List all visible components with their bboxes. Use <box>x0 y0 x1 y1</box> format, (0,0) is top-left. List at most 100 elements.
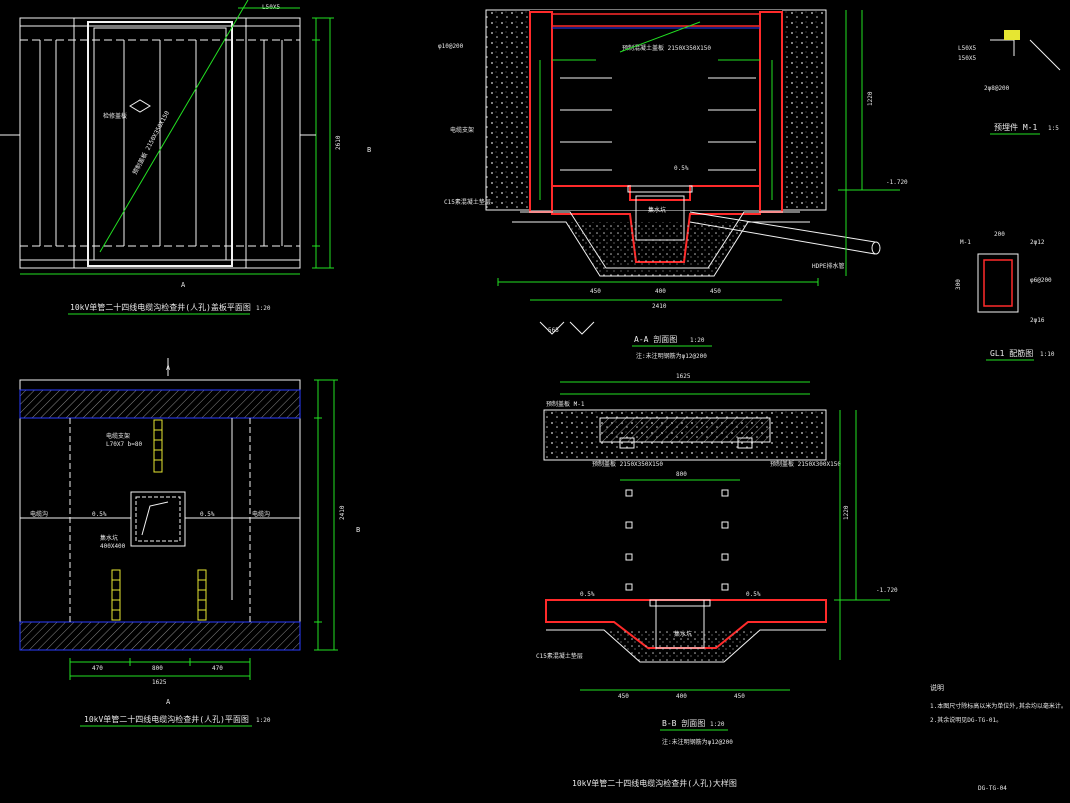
dim-bottom-1: 470 <box>92 665 103 672</box>
aa-note: 注:未注明钢筋为φ12@200 <box>636 352 707 360</box>
m1-label-3: 2φ8@200 <box>984 85 1010 92</box>
drain-pipe-end <box>871 241 881 255</box>
bb-dim-5: 450 <box>734 693 745 700</box>
m1-title: 预埋件 M-1 <box>994 122 1037 132</box>
sump-label: 集水坑 <box>100 534 118 542</box>
bb-scale: 1:20 <box>710 721 725 728</box>
aa-scale: 1:20 <box>690 337 705 344</box>
aa-slope: 0.5% <box>674 165 689 172</box>
notes-block: 说明 1.本图尺寸除标高以米为单位外,其余均以毫米计。 2.其余说明见DG-TG… <box>930 683 1067 724</box>
ladder-icon <box>197 569 207 621</box>
dim-bottom-3: 470 <box>212 665 223 672</box>
bb-level: -1.720 <box>876 587 898 594</box>
plan-top-total-dim: 2610 <box>335 135 342 150</box>
ladder-label: 电缆支架 <box>106 432 130 440</box>
wall-top-hatch <box>19 389 301 419</box>
bb-height-dim: 1220 <box>843 505 850 520</box>
aa-callout-top: 预制混凝土盖板 2150X350X150 <box>622 44 711 52</box>
plan-bottom-scale: 1:20 <box>256 717 271 724</box>
bb-total-top: 1625 <box>676 373 691 380</box>
gl1-label-bot: 2φ16 <box>1030 317 1045 324</box>
cover-diagonal <box>99 0 249 253</box>
plan-top-slabs <box>39 40 283 246</box>
gl1-label-width: 200 <box>994 231 1005 238</box>
m1-label-1: L50X5 <box>958 45 976 52</box>
gl1-section <box>977 253 1019 313</box>
bb-bracket-grid <box>625 489 729 591</box>
sump-cover <box>627 185 693 193</box>
notes-heading: 说明 <box>930 683 944 692</box>
dim-right-total: 2410 <box>339 505 346 520</box>
aa-label-left-2: C15素混凝土垫层 <box>444 198 491 206</box>
floor-slab <box>551 185 761 263</box>
slope-left: 0.5% <box>92 511 107 518</box>
bb-title: B-B 剖面图 <box>662 718 705 728</box>
gl1-scale: 1:10 <box>1040 351 1055 358</box>
m1-profile <box>990 39 1061 71</box>
drain-pipe <box>689 211 876 255</box>
bb-beam-gl1 <box>737 437 753 449</box>
bb-beam-gl1 <box>619 437 635 449</box>
angle-mark <box>569 321 595 335</box>
cover-plate-label: 检修盖板 <box>103 112 127 120</box>
bb-callout-4: 预制盖板 2150X300X150 <box>770 460 841 468</box>
bb-callout-3: 预制盖板 2150X350X150 <box>592 460 663 468</box>
bb-sump-label: 集水坑 <box>674 630 692 638</box>
notes-item-2: 2.其余说明见DG-TG-01。 <box>930 716 1002 724</box>
sump-section-label: 集水坑 <box>648 206 666 214</box>
detail-gl1: M-1 200 300 2φ12 φ6@200 2φ16 GL1 配筋图 1:1… <box>955 231 1055 361</box>
detail-m1: L50X5 150X5 2φ8@200 预埋件 M-1 1:5 <box>958 30 1061 135</box>
aa-dim-1: 450 <box>590 288 601 295</box>
wall-bottom-hatch <box>19 621 301 651</box>
bb-left-label: C15素混凝土垫层 <box>536 652 583 660</box>
plan-bottom-view: A 电缆支架 L70X7 b=80 集水坑 400X400 <box>19 358 360 727</box>
sump-size: 400X400 <box>100 543 126 550</box>
m1-label-2: 150X5 <box>958 55 976 62</box>
sump-pit-inner <box>135 496 181 542</box>
ladder-size: L70X7 b=80 <box>106 441 143 448</box>
plan-top-dims <box>20 7 334 275</box>
cable-right-label: 电缆沟 <box>252 510 270 518</box>
sump-pit <box>130 491 186 547</box>
aa-level: -1.720 <box>886 179 908 186</box>
gl1-label-m1: M-1 <box>960 239 971 246</box>
aa-label-left-3: φ10@200 <box>438 43 464 50</box>
bedding-outline <box>512 221 810 277</box>
bb-dim-3: 400 <box>676 693 687 700</box>
bb-note: 注:未注明钢筋为φ12@200 <box>662 738 733 746</box>
aa-label-right-pipe: HDPE排水管 <box>812 262 844 270</box>
m1-plate <box>1004 30 1020 40</box>
section-bb-view: 1625 预制盖板 M-1 预制盖板 2150X350X150 预制盖板 215… <box>536 373 898 746</box>
angle-mark <box>539 321 565 335</box>
aa-dim-3: 450 <box>710 288 721 295</box>
aa-title: A-A 剖面图 <box>634 334 677 344</box>
gl1-stirrup <box>983 259 1013 307</box>
plan-bottom-dims <box>69 379 338 680</box>
gl1-label-stirrup: φ6@200 <box>1030 277 1052 284</box>
gl1-label-top: 2φ12 <box>1030 239 1045 246</box>
plan-top-outline <box>19 17 301 269</box>
cable-left-label: 电缆沟 <box>30 510 48 518</box>
top-slab <box>551 13 761 27</box>
gl1-label-height: 300 <box>955 279 962 290</box>
dim-bottom-total: 1625 <box>152 679 167 686</box>
bb-slope-right: 0.5% <box>746 591 761 598</box>
cover-frame <box>87 21 233 267</box>
plan-bottom-section-mark-a: A <box>166 698 171 706</box>
plan-bottom-section-mark-b: B <box>356 526 360 534</box>
aa-dim-2: 400 <box>655 288 666 295</box>
section-aa-dims <box>497 10 900 301</box>
aa-label-left-1: 电缆支架 <box>450 126 474 134</box>
ladder-icon <box>111 569 121 621</box>
bb-bedding <box>546 629 826 663</box>
plan-top-title: 10kV单管二十四线电缆沟检查井(人孔)盖板平面图 <box>70 302 251 312</box>
sump-slope-mark <box>141 501 169 536</box>
bb-dim-1: 450 <box>618 693 629 700</box>
bb-callout-1: 预制盖板 M-1 <box>546 400 585 408</box>
plan-bottom-title: 10kV单管二十四线电缆沟检查井(人孔)平面图 <box>84 714 249 724</box>
plan-top-view: 检修盖板 预制盖板 2150X350X150 L50X5 2610 B A 10… <box>0 0 371 315</box>
m1-scale: 1:5 <box>1048 125 1059 132</box>
aa-dim-total: 2410 <box>652 303 667 310</box>
plan-top-scale: 1:20 <box>256 305 271 312</box>
